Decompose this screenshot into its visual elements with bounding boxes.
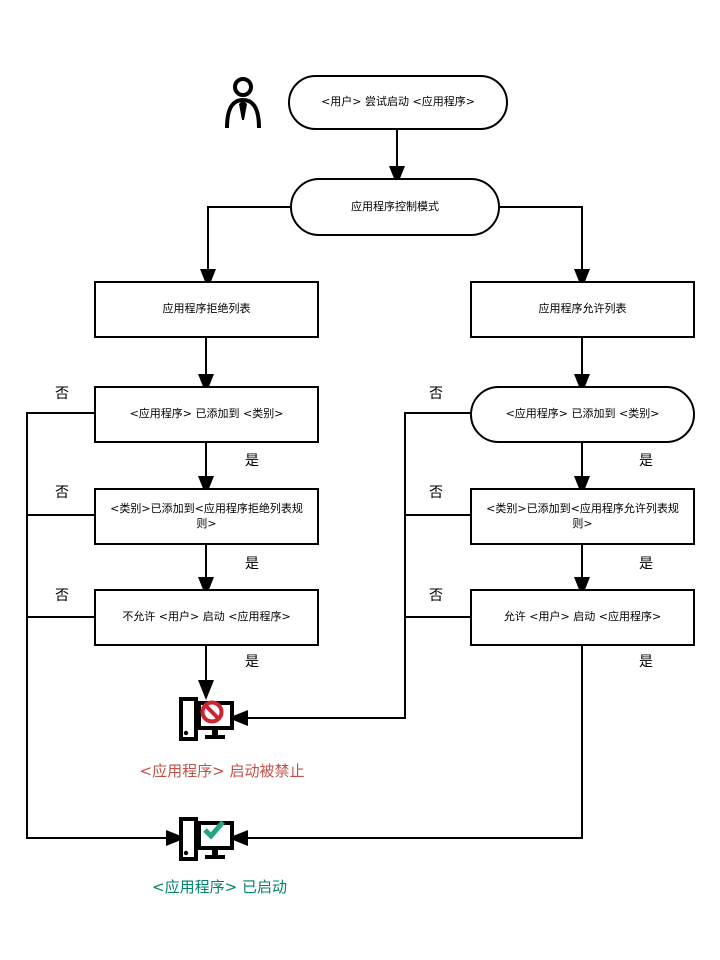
node-deny-app-in-category: <应用程序> 已添加到 <类别>	[94, 386, 319, 443]
node-deny-launch: 不允许 <用户> 启动 <应用程序>	[94, 589, 319, 646]
edge-label-yes: 是	[245, 453, 259, 469]
node-allow-category-rule: <类别>已添加到<应用程序允许列表规则>	[470, 488, 695, 545]
computer-blocked-icon	[178, 692, 236, 748]
edge-label-no: 否	[55, 588, 69, 604]
edge-label-no: 否	[55, 485, 69, 501]
arrow-mode-to-allowlist	[500, 206, 590, 289]
edge-label-yes: 是	[245, 654, 259, 670]
edge-label-no: 否	[429, 588, 443, 604]
user-icon	[224, 76, 262, 130]
node-allow-launch: 允许 <用户> 启动 <应用程序>	[470, 589, 695, 646]
edge-label-yes: 是	[639, 453, 653, 469]
edge-label-no: 否	[429, 386, 443, 402]
blocked-result-label: <应用程序> 启动被禁止	[139, 762, 305, 780]
node-denylist: 应用程序拒绝列表	[94, 281, 319, 338]
line-allow-no-rail	[228, 412, 470, 726]
node-allowlist: 应用程序允许列表	[470, 281, 695, 338]
edge-label-yes: 是	[639, 556, 653, 572]
node-control-mode: 应用程序控制模式	[290, 178, 500, 236]
node-deny-category-rule: <类别>已添加到<应用程序拒绝列表规则>	[94, 488, 319, 545]
edge-label-yes: 是	[245, 556, 259, 572]
arrow-mode-to-denylist	[200, 206, 290, 289]
computer-started-icon	[178, 812, 236, 868]
node-allow-app-in-category: <应用程序> 已添加到 <类别>	[470, 386, 695, 443]
edge-label-no: 否	[429, 485, 443, 501]
started-result-label: <应用程序> 已启动	[152, 878, 287, 896]
arrow-allow-yes-3-to-started	[228, 646, 583, 846]
line-deny-no-rail	[26, 412, 186, 846]
edge-label-no: 否	[55, 386, 69, 402]
node-start: <用户> 尝试启动 <应用程序>	[288, 75, 508, 130]
edge-label-yes: 是	[639, 654, 653, 670]
